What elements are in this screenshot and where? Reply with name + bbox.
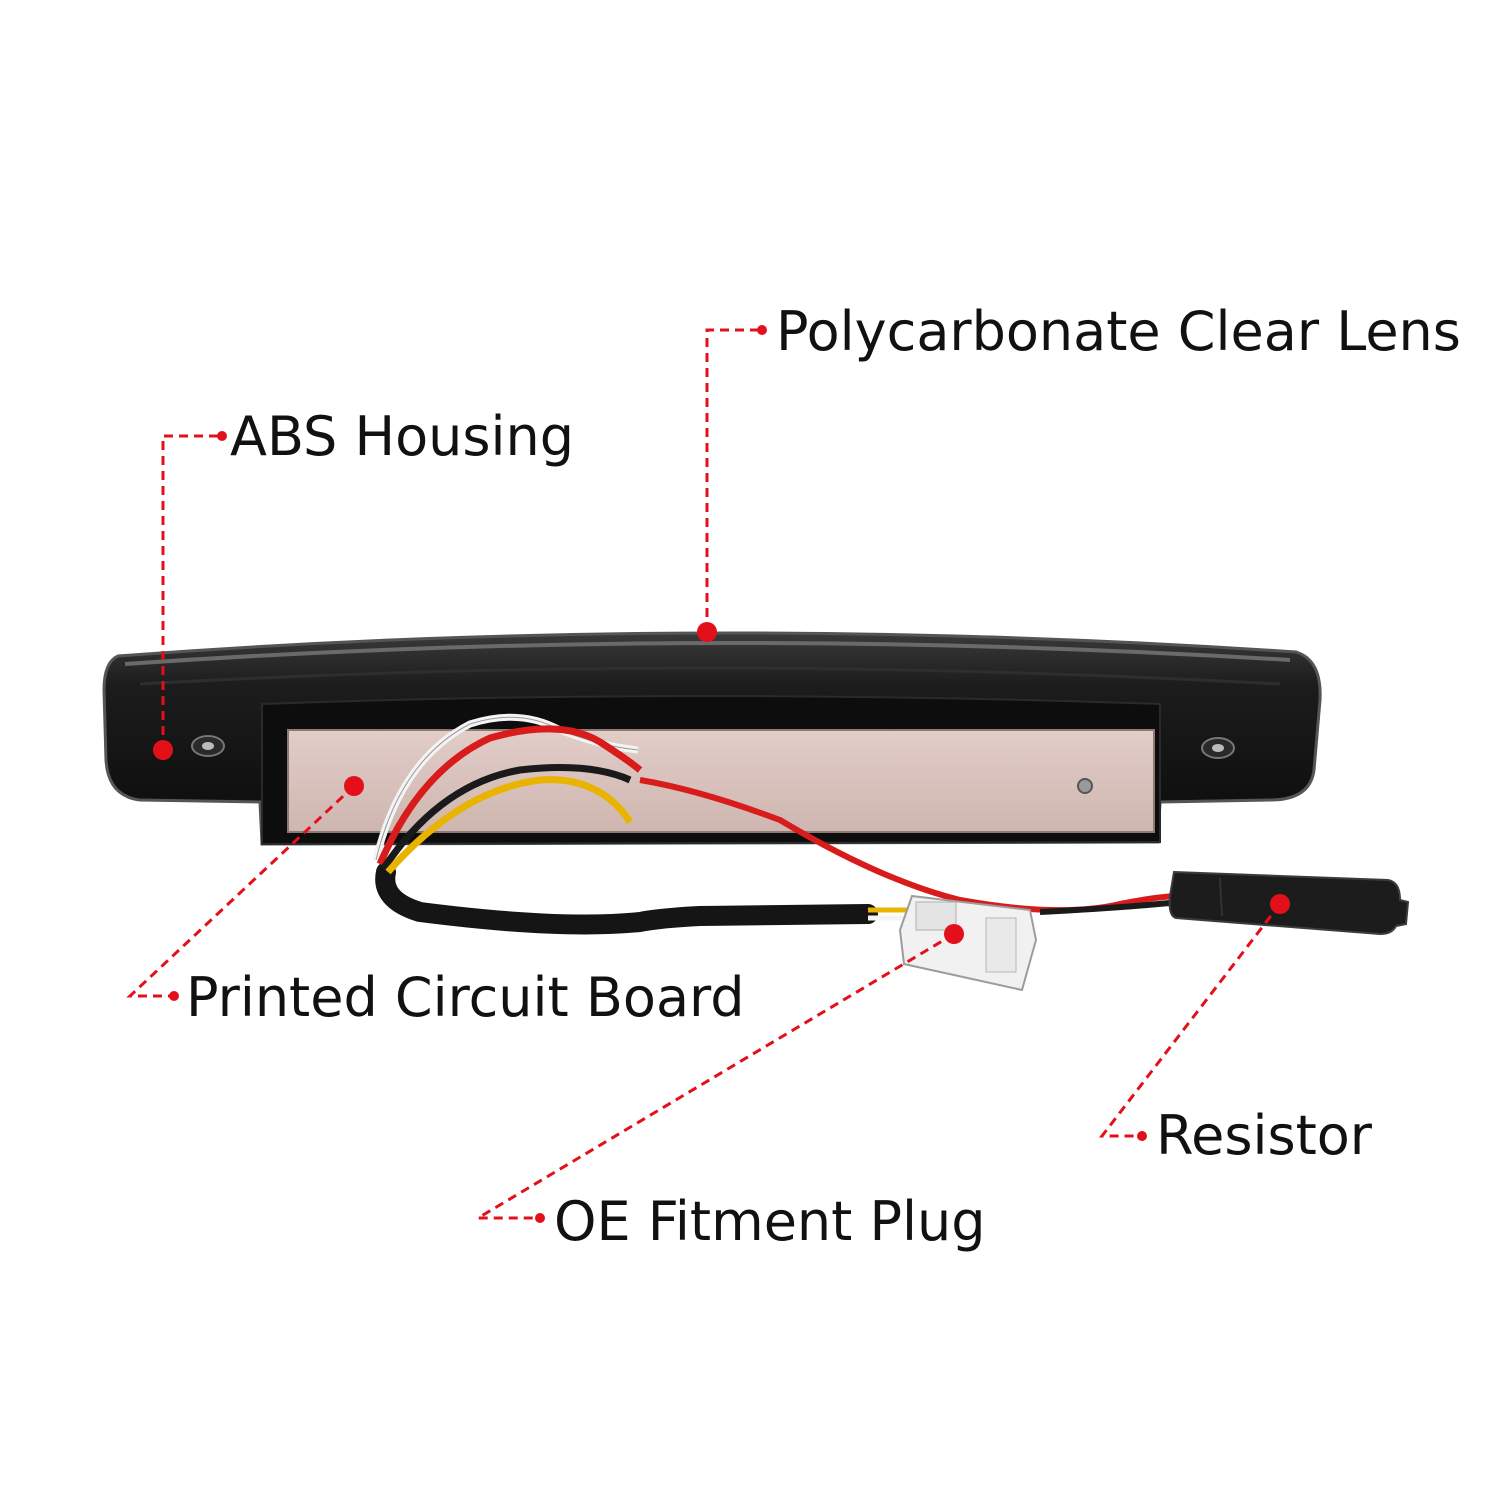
callout-plug-label: OE Fitment Plug: [554, 1190, 986, 1253]
callout-lens-leader: [705, 328, 762, 632]
callout-housing-end-dot: [217, 431, 227, 441]
mounting-hole-left: [191, 735, 225, 757]
callout-housing: ABS Housing: [153, 405, 574, 760]
callout-resistor-end-dot: [1137, 1131, 1147, 1141]
callout-resistor-leader: [1098, 903, 1282, 1138]
callout-lens-label: Polycarbonate Clear Lens: [776, 300, 1461, 363]
callout-lens: Polycarbonate Clear Lens: [697, 300, 1461, 642]
callout-housing-leader: [161, 434, 222, 750]
wire-harness-icon: [372, 713, 1181, 935]
pcb-screw: [1077, 778, 1093, 794]
callout-plug-dot: [944, 924, 964, 944]
callout-resistor-label: Resistor: [1156, 1104, 1373, 1167]
callout-pcb-leader: [126, 784, 356, 998]
callout-housing-label: ABS Housing: [230, 405, 574, 468]
lens-inner-edge: [139, 666, 1281, 686]
printed-circuit-board: [287, 729, 1155, 833]
callout-lens-end-dot: [757, 325, 767, 335]
callout-housing-dot: [153, 740, 173, 760]
callout-plug: OE Fitment Plug: [472, 924, 986, 1253]
callout-pcb: Printed Circuit Board: [126, 776, 745, 1029]
brake-light-product: [102, 631, 1410, 992]
callout-lens-dot: [697, 622, 717, 642]
callout-pcb-label: Printed Circuit Board: [186, 966, 745, 1029]
connector-plug-icon: [898, 894, 1038, 992]
callout-resistor: Resistor: [1098, 894, 1373, 1167]
callout-plug-end-dot: [535, 1213, 545, 1223]
callout-pcb-end-dot: [169, 991, 179, 1001]
callout-resistor-dot: [1270, 894, 1290, 914]
lens-rim: [124, 640, 1291, 666]
mounting-hole-right: [1201, 737, 1235, 759]
callout-plug-leader: [472, 932, 955, 1220]
callout-pcb-dot: [344, 776, 364, 796]
